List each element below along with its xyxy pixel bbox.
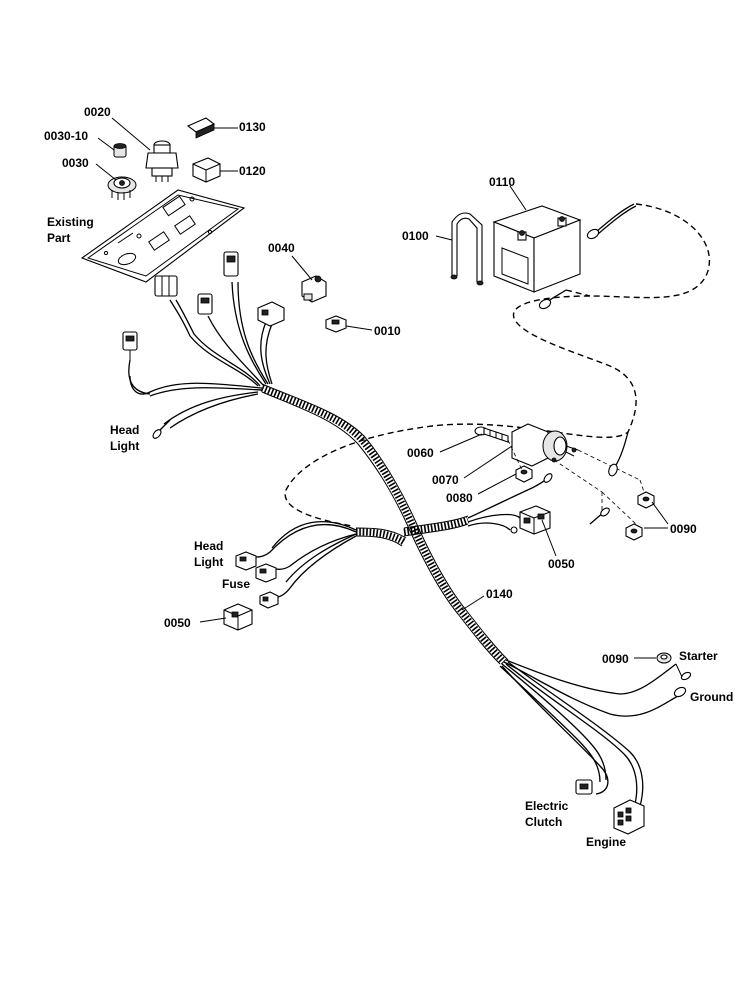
switch-0020	[145, 140, 179, 182]
battery-hold-down-0100	[450, 212, 484, 286]
battery-positive-cable	[595, 203, 635, 233]
nut-0090-b	[625, 523, 643, 541]
clip-0130	[186, 117, 216, 139]
lower-harness-wires	[503, 661, 679, 717]
fuse	[259, 591, 279, 609]
nut-0030-10	[113, 143, 127, 158]
label-0120: 0120	[239, 164, 266, 178]
harness-branch-wires	[129, 375, 263, 395]
bolt-0060	[474, 426, 509, 443]
washer-0090-starter	[656, 652, 672, 664]
battery-0110	[492, 205, 582, 293]
existing-part-panel	[80, 189, 246, 283]
label-electric-clutch-line2: Clutch	[525, 815, 562, 829]
connector-mid-top	[197, 293, 213, 315]
ground-terminal	[673, 663, 692, 698]
label-0010: 0010	[374, 324, 401, 338]
connector-head-light-bottom	[235, 551, 257, 571]
label-0030: 0030	[62, 156, 89, 170]
label-engine: Engine	[586, 835, 626, 849]
label-0070: 0070	[432, 473, 459, 487]
label-head-light-top-line1: Head	[110, 423, 139, 437]
connector-tall-top	[223, 251, 239, 277]
label-0020: 0020	[84, 105, 111, 119]
label-head-light-bottom-line1: Head	[194, 539, 223, 553]
connector-0050-left	[223, 603, 253, 631]
connector-0050-right	[519, 505, 551, 535]
label-head-light-bottom-line2: Light	[194, 555, 223, 569]
connector-3pin-top	[154, 275, 178, 297]
connector-fuse-holder	[255, 563, 277, 583]
label-0040: 0040	[268, 241, 295, 255]
label-existing-part-line2: Part	[47, 231, 70, 245]
label-existing-part-line1: Existing	[47, 215, 94, 229]
relay-0120	[192, 157, 221, 183]
label-0140: 0140	[486, 587, 513, 601]
harness-loom-0140	[260, 384, 507, 665]
dashed-cable-route	[284, 203, 711, 527]
connector-right-top	[257, 301, 285, 327]
label-0100: 0100	[402, 229, 429, 243]
label-fuse: Fuse	[222, 577, 250, 591]
label-0050-right: 0050	[548, 557, 575, 571]
label-0030-10: 0030-10	[44, 129, 88, 143]
label-0090-bottom: 0090	[602, 652, 629, 666]
label-0130: 0130	[239, 120, 266, 134]
label-0110: 0110	[489, 175, 515, 189]
label-electric-clutch-line1: Electric	[525, 799, 569, 813]
connector-0010	[325, 315, 347, 333]
label-0050-left: 0050	[164, 616, 191, 630]
solenoid-0070	[511, 423, 579, 467]
label-0090-right: 0090	[670, 522, 697, 536]
label-ground: Ground	[690, 690, 733, 704]
nut-0090-a	[637, 491, 655, 509]
label-starter: Starter	[679, 649, 718, 663]
engine-connector	[613, 799, 645, 835]
label-head-light-top-line2: Light	[110, 439, 139, 453]
connector-head-light-top	[122, 331, 151, 395]
label-0060: 0060	[407, 446, 434, 460]
switch-0040	[301, 275, 327, 303]
label-0080: 0080	[446, 491, 473, 505]
key-switch-0030	[107, 176, 137, 200]
electric-clutch-connector	[575, 779, 593, 795]
nut-0080	[515, 465, 533, 483]
leader-lines	[95, 117, 669, 659]
